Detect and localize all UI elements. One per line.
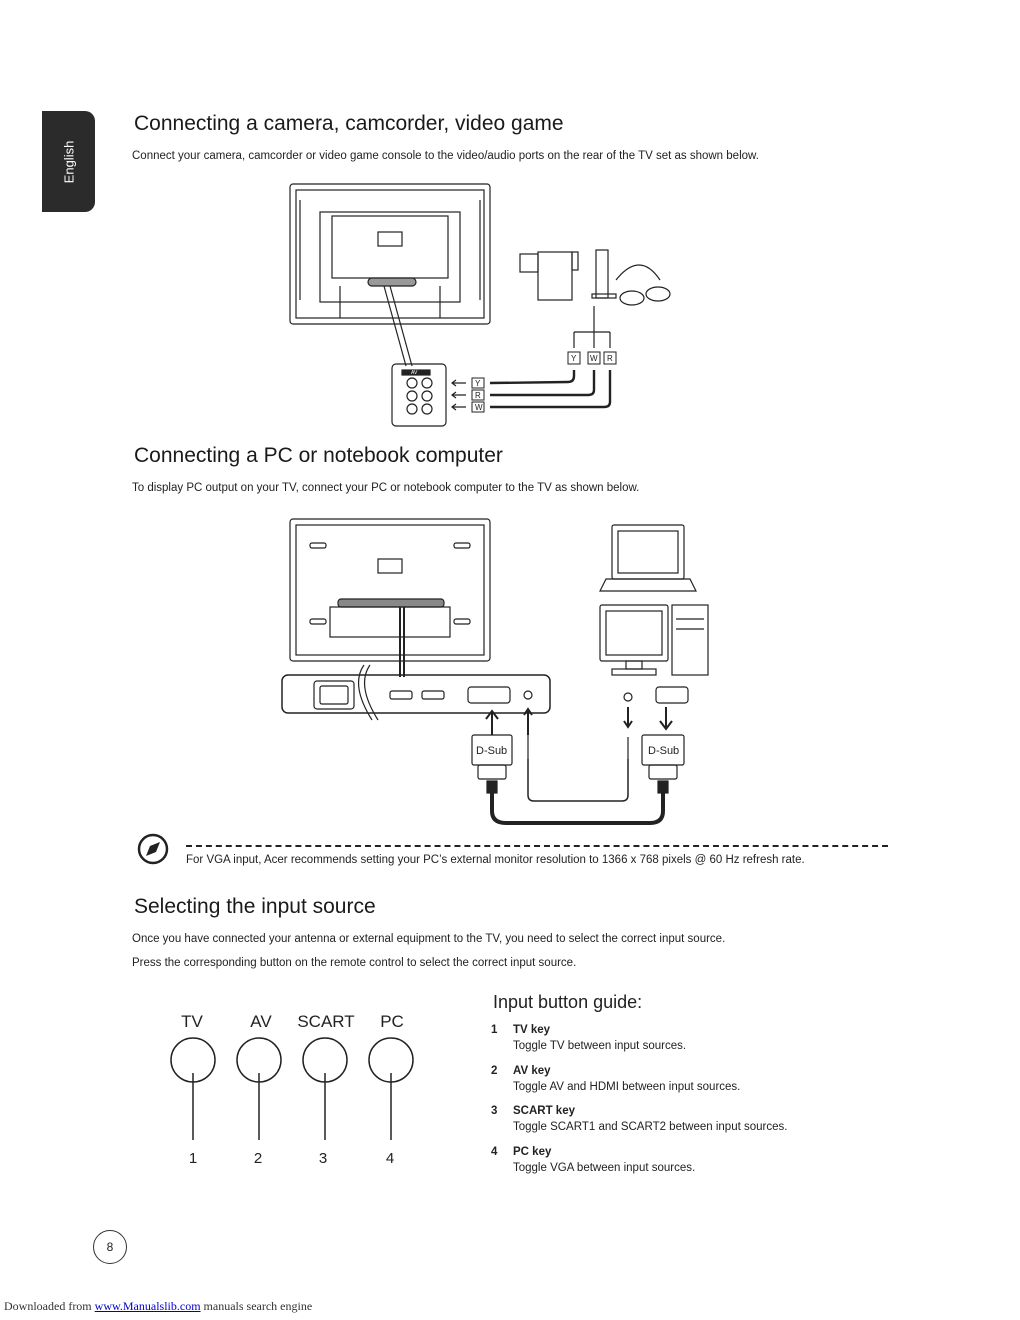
section-body-camera: Connect your camera, camcorder or video … (132, 150, 759, 162)
button-number-1: 1 (189, 1150, 197, 1167)
guide-item-number: 1 (491, 1024, 498, 1036)
guide-item-description: Toggle TV between input sources. (513, 1040, 687, 1052)
guide-item: 3 SCART key Toggle SCART1 and SCART2 bet… (491, 1105, 911, 1146)
cable-tag-top-2: W (590, 354, 598, 363)
guide-item-description: Toggle VGA between input sources. (513, 1161, 696, 1174)
footer-suffix: manuals search engine (200, 1299, 313, 1313)
cable-tag-top-3: R (607, 354, 613, 363)
button-number-3: 3 (319, 1150, 327, 1167)
button-label-scart: SCART (297, 1012, 354, 1031)
button-label-av: AV (250, 1012, 272, 1031)
guide-item-key: TV key (513, 1024, 551, 1036)
note-text: For VGA input, Acer recommends setting y… (186, 854, 805, 866)
section-body-pc: To display PC output on your TV, connect… (132, 482, 640, 494)
section-title-input: Selecting the input source (134, 895, 376, 918)
pc-connection-diagram: D-Sub D-Sub (281, 518, 709, 825)
footer-prefix: Downloaded from (4, 1299, 95, 1313)
guide-item: 2 AV key Toggle AV and HDMI between inpu… (491, 1065, 911, 1106)
guide-item-number: 3 (491, 1105, 498, 1117)
guide-item-key: SCART key (513, 1105, 575, 1117)
dsub-label-left: D-Sub (476, 745, 507, 757)
button-number-2: 2 (254, 1150, 262, 1167)
cable-tag-panel-3: W (475, 403, 483, 412)
button-number-4: 4 (386, 1150, 394, 1167)
button-label-tv: TV (181, 1012, 203, 1031)
guide-item: 4 PC key Toggle VGA between input source… (491, 1146, 911, 1187)
note-icon (137, 833, 169, 865)
page-number: 8 (93, 1230, 127, 1264)
guide-item-key: PC key (513, 1145, 552, 1158)
guide-item: 1 TV key Toggle TV between input sources… (491, 1024, 911, 1065)
note-divider (186, 845, 888, 847)
language-tab: English (42, 111, 95, 212)
section-body-input-1: Once you have connected your antenna or … (132, 933, 726, 945)
language-tab-label: English (61, 140, 76, 183)
dsub-label-right: D-Sub (648, 745, 679, 757)
manualslib-link[interactable]: www.Manualslib.com (94, 1299, 201, 1313)
section-body-input-2: Press the corresponding button on the re… (132, 957, 577, 969)
download-footer: Downloaded from www.Manualslib.com manua… (4, 1299, 312, 1314)
camera-connection-diagram: Y W R Y R W AV (289, 183, 671, 427)
guide-item-number: 2 (491, 1064, 498, 1077)
cable-tag-top-1: Y (571, 354, 577, 363)
remote-buttons-diagram: TV AV SCART PC 1 2 3 4 (170, 1012, 414, 1167)
guide-item-description: Toggle SCART1 and SCART2 between input s… (513, 1121, 788, 1133)
guide-item-description: Toggle AV and HDMI between input sources… (513, 1080, 741, 1093)
input-guide-list: 1 TV key Toggle TV between input sources… (491, 1024, 911, 1186)
av-panel-label: AV (411, 370, 418, 376)
guide-item-key: AV key (513, 1064, 551, 1077)
section-title-camera: Connecting a camera, camcorder, video ga… (134, 112, 564, 135)
cable-tag-panel-1: Y (475, 379, 481, 388)
guide-item-number: 4 (491, 1145, 498, 1158)
section-title-pc: Connecting a PC or notebook computer (134, 444, 503, 467)
cable-tag-panel-2: R (475, 391, 481, 400)
button-label-pc: PC (380, 1012, 404, 1031)
input-guide-title: Input button guide: (493, 992, 643, 1012)
